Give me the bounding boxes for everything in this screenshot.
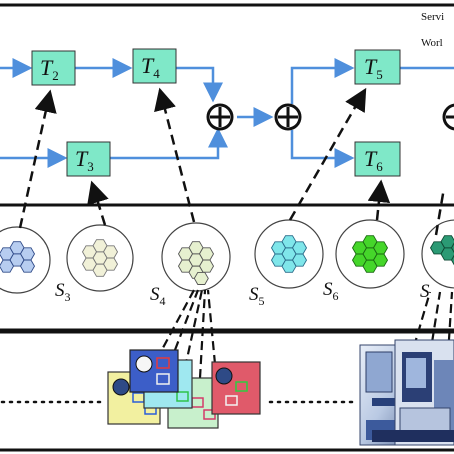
task-t3: T3 bbox=[66, 141, 111, 177]
svg-text:T5: T5 bbox=[364, 54, 383, 82]
service-set-s6 bbox=[335, 219, 405, 289]
service-hexagon bbox=[362, 259, 378, 273]
gateway-join bbox=[206, 103, 234, 131]
svg-text:T6: T6 bbox=[364, 146, 383, 174]
service-hexagon bbox=[92, 263, 108, 277]
task-t5: T5 bbox=[354, 49, 401, 85]
mapping-arrows bbox=[18, 87, 446, 236]
label-s6: S6 bbox=[323, 279, 339, 303]
service-hexagon bbox=[19, 259, 36, 273]
service-set-s7 bbox=[421, 219, 454, 289]
task-t6: T6 bbox=[354, 141, 401, 177]
label-s7: S bbox=[420, 281, 430, 302]
gateway-split bbox=[274, 103, 302, 131]
service-hexagon bbox=[0, 259, 15, 273]
workflow-arrows bbox=[0, 58, 454, 168]
legend-line-2: Worl bbox=[421, 37, 443, 49]
svg-text:T4: T4 bbox=[141, 53, 160, 81]
service-hexagon bbox=[281, 259, 297, 273]
label-s5: S5 bbox=[249, 284, 265, 308]
service-set-s5 bbox=[254, 219, 324, 289]
resource-card-group bbox=[107, 349, 261, 429]
gateway-right-partial bbox=[442, 103, 454, 131]
legend-line-1: Servi bbox=[421, 11, 444, 23]
label-s3: S3 bbox=[55, 280, 71, 304]
machine-tools-image bbox=[359, 339, 454, 446]
service-set-s2 bbox=[0, 226, 51, 294]
resource-layer bbox=[0, 330, 454, 452]
task-t4: T4 bbox=[132, 48, 177, 84]
svg-text:T2: T2 bbox=[40, 55, 59, 83]
service-set-s3 bbox=[66, 224, 134, 292]
service-set-s4 bbox=[161, 222, 231, 292]
service-hexagon bbox=[450, 254, 454, 266]
svg-text:T3: T3 bbox=[75, 146, 94, 174]
service-hexagon bbox=[193, 271, 209, 285]
label-s4: S4 bbox=[150, 284, 166, 308]
service-layer bbox=[0, 203, 454, 332]
resource-card-red bbox=[211, 361, 261, 415]
task-t2: T2 bbox=[31, 50, 76, 86]
resource-card-blue bbox=[129, 349, 179, 393]
